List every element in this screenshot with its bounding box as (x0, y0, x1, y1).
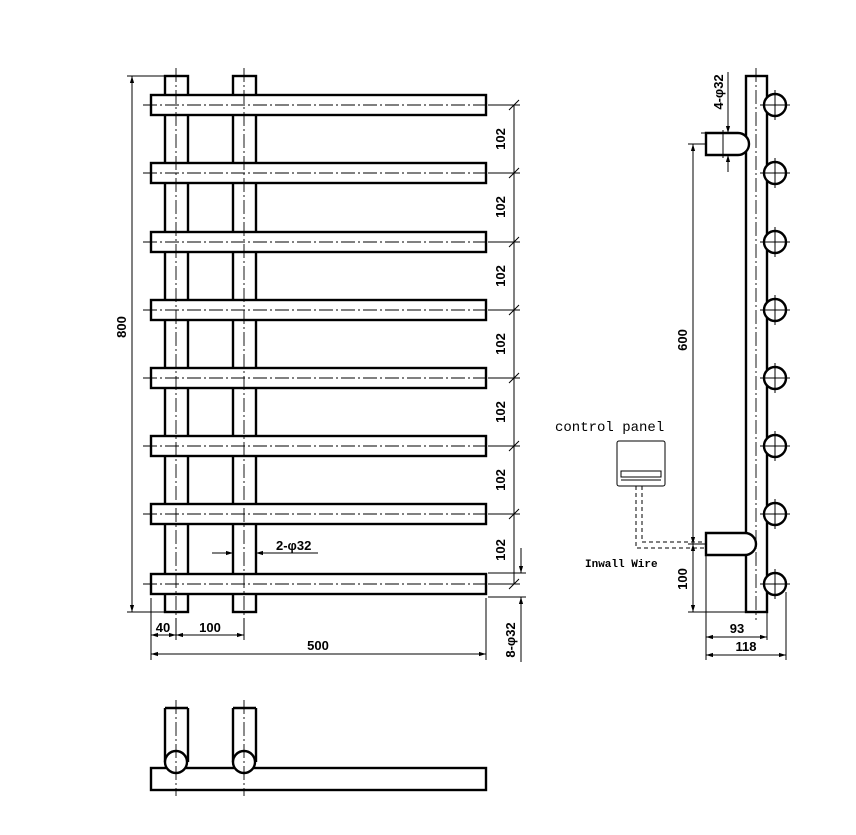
bottom-mount-dimension: 100 (675, 568, 690, 590)
inner-depth-dimension: 93 (730, 621, 744, 636)
left-offset-dimension: 40 (156, 620, 170, 635)
control-panel-box (616, 440, 666, 487)
width-dimension: 500 (307, 638, 329, 653)
bar-spacing-dim-1: 102 (493, 128, 508, 150)
inwall-wire-label: Inwall Wire (585, 559, 658, 571)
height-dimension: 800 (114, 316, 129, 338)
side-bar-ends (760, 90, 790, 599)
bar-spacing-dim-4: 102 (493, 333, 508, 355)
horizontal-bars (143, 93, 494, 596)
bar-spacing-dim-3: 102 (493, 265, 508, 287)
post-spacing-dimension: 100 (199, 620, 221, 635)
right-post (231, 74, 258, 614)
plan-bar (149, 766, 488, 792)
inwall-wire (635, 486, 706, 549)
side-view: 4-φ32 600 100 93 118 control panel Inwal… (555, 68, 790, 660)
post-diameter-dimension: 2-φ32 (276, 538, 311, 553)
side-post (744, 74, 769, 614)
control-panel-display (620, 470, 662, 478)
bottom-wall-mount (704, 531, 758, 557)
top-wall-mount (704, 131, 751, 157)
control-panel-label: control panel (555, 420, 664, 436)
mount-spacing-dimension: 600 (675, 329, 690, 351)
bar-spacing-ticks (488, 99, 520, 590)
bar-spacing-dim-5: 102 (493, 401, 508, 423)
bar-diameter-dimension: 8-φ32 (503, 622, 518, 657)
bar-spacing-dim-7: 102 (493, 539, 508, 561)
top-view (149, 700, 488, 796)
bar-spacing-dim-6: 102 (493, 469, 508, 491)
bar-spacing-dim-2: 102 (493, 196, 508, 218)
front-view: 800 102 102 102 102 102 102 102 8-φ32 2-… (114, 68, 526, 662)
outer-depth-dimension: 118 (736, 639, 757, 654)
left-post (163, 74, 190, 614)
wall-mount-diameter-dimension: 4-φ32 (711, 74, 726, 109)
